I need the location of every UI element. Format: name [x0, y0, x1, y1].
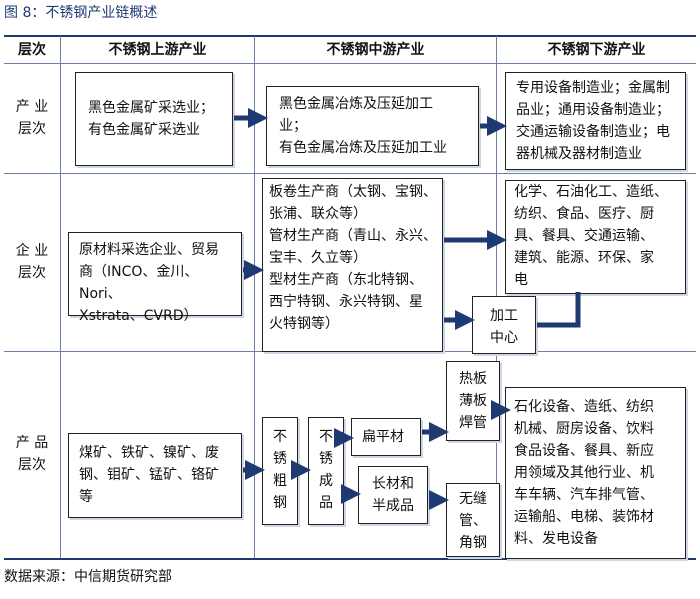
- row-label-industry: 产 业 层次: [15, 99, 49, 137]
- seamless-pipe-angle-box: 无缝 管、 角钢: [446, 483, 500, 557]
- processing-center-box: 加工 中心: [472, 296, 536, 354]
- header-upstream: 不锈钢上游产业: [108, 42, 207, 58]
- bottom-rule: [4, 558, 696, 560]
- row-divider-1: [4, 173, 696, 174]
- product-upstream-box: 煤矿、铁矿、镍矿、废 钢、钼矿、锰矿、铬矿 等: [68, 433, 242, 518]
- enterprise-midstream-box: 板卷生产商（太钢、宝钢、 张浦、联众等） 管材生产商（青山、永兴、 宝丰、久立等…: [262, 178, 443, 352]
- long-products-box: 长材和 半成品: [358, 466, 428, 524]
- col-divider-1: [60, 36, 61, 558]
- row-label-product: 产 品 层次: [15, 435, 49, 473]
- header-divider: [4, 63, 696, 64]
- enterprise-upstream-box: 原材料采选企业、贸易 商（INCO、金川、Nori、 Xstrata、CVRD）: [68, 232, 242, 324]
- figure-title: 图 8：不锈钢产业链概述: [4, 5, 158, 21]
- connector-processing-to-down: [537, 292, 581, 328]
- header-midstream: 不锈钢中游产业: [326, 42, 425, 58]
- flat-products-box: 扁平材: [351, 418, 421, 456]
- industry-downstream-box: 专用设备制造业；金属制 品业；通用设备制造业； 交通运输设备制造业；电 器机械及…: [505, 72, 686, 170]
- top-rule: [4, 35, 696, 37]
- col-divider-2: [254, 36, 255, 558]
- header-downstream: 不锈钢下游产业: [547, 42, 646, 58]
- data-source-note: 数据来源：中信期货研究部: [4, 569, 172, 585]
- industry-upstream-box: 黑色金属矿采选业； 有色金属矿采选业: [75, 72, 233, 166]
- enterprise-downstream-box: 化学、石油化工、造纸、 纺织、食品、医疗、厨 具、餐具、交通运输、 建筑、能源、…: [505, 180, 686, 294]
- product-downstream-box: 石化设备、造纸、纺织 机械、厨房设备、饮料 食品设备、餐具、新应 用领域及其他行…: [505, 387, 686, 559]
- header-level: 层次: [18, 42, 46, 58]
- row-label-enterprise: 企 业 层次: [15, 243, 49, 281]
